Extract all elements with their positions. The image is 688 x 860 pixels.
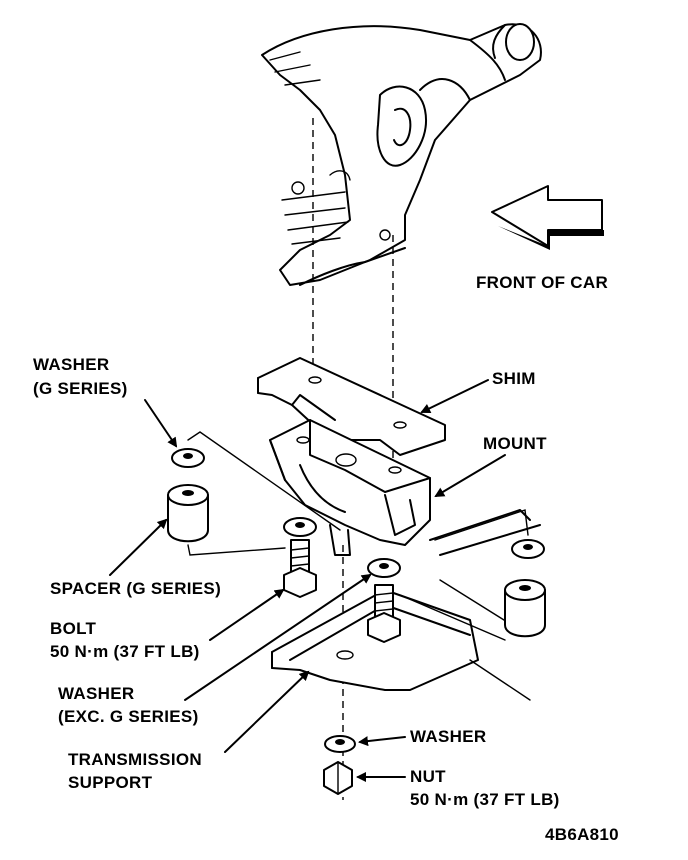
- label-spacer-g-series: SPACER (G SERIES): [50, 579, 221, 598]
- label-washer-g-series-line1: WASHER: [33, 355, 109, 374]
- leader-transmission-support: [224, 670, 310, 753]
- label-bolt-line1: BOLT: [50, 619, 97, 638]
- leader-shim: [420, 379, 489, 414]
- label-washer: WASHER: [410, 727, 486, 746]
- bolt-left: [283, 539, 317, 598]
- leader-washer: [358, 736, 406, 747]
- washer-g-series-left: [171, 448, 205, 468]
- leader-washer-exc: [184, 573, 372, 701]
- label-front-of-car: FRONT OF CAR: [476, 273, 608, 292]
- nut-bottom: [323, 761, 353, 795]
- washer-exc-g-series: [367, 558, 401, 578]
- transmission-housing: [261, 23, 542, 286]
- washer-center-left: [283, 517, 317, 537]
- leader-mount: [434, 454, 506, 498]
- label-washer-g-series-line2: (G SERIES): [33, 379, 128, 398]
- bolt-right: [367, 584, 401, 643]
- leader-lines: [109, 379, 506, 782]
- label-mount: MOUNT: [483, 434, 547, 453]
- front-of-car-arrow-icon: [491, 185, 604, 250]
- label-washer-exc-line1: WASHER: [58, 684, 134, 703]
- label-transmission-support-line2: SUPPORT: [68, 773, 153, 792]
- mount-part: [269, 419, 431, 556]
- leader-spacer: [109, 518, 168, 576]
- figure-code: 4B6A810: [545, 825, 619, 844]
- spacer-g-series-right: [504, 579, 546, 638]
- label-washer-exc-line2: (EXC. G SERIES): [58, 707, 199, 726]
- shim-part: [257, 357, 446, 456]
- label-bolt-line2: 50 N·m (37 FT LB): [50, 642, 200, 661]
- spacer-reference-lines: [187, 431, 529, 641]
- label-shim: SHIM: [492, 369, 536, 388]
- leader-bolt: [209, 588, 285, 641]
- leader-washer-g: [144, 399, 178, 448]
- washer-bottom: [324, 735, 356, 753]
- washer-g-series-right: [511, 539, 545, 559]
- label-nut-line2: 50 N·m (37 FT LB): [410, 790, 560, 809]
- label-transmission-support-line1: TRANSMISSION: [68, 750, 202, 769]
- spacer-g-series-left: [167, 484, 209, 543]
- label-nut-line1: NUT: [410, 767, 446, 786]
